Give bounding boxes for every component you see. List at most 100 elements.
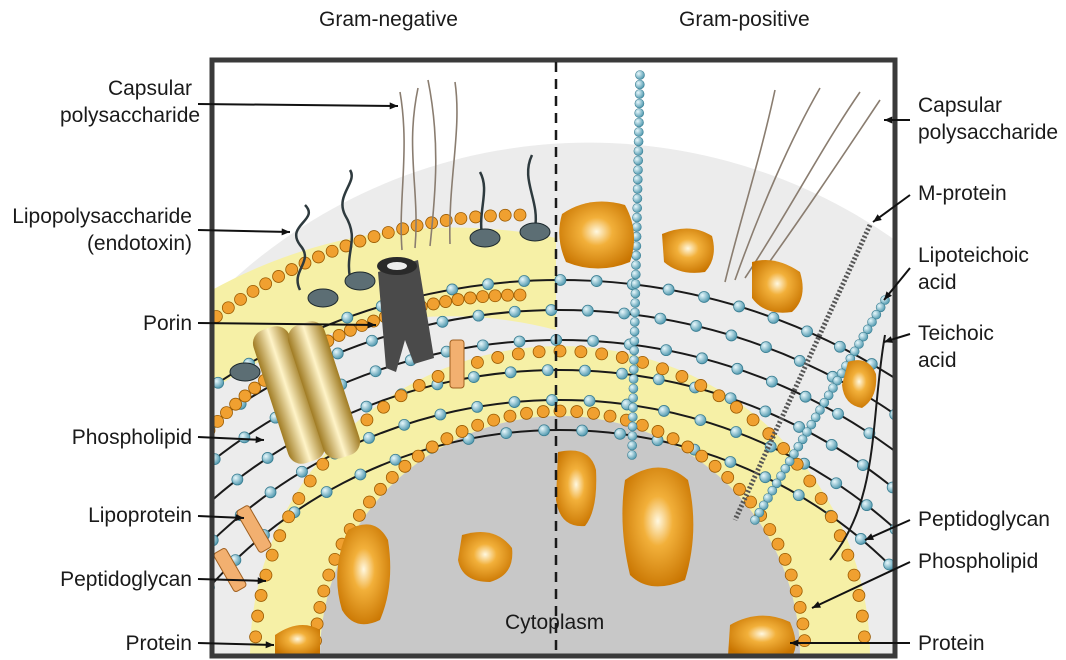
peptide-bead (370, 366, 381, 377)
phospholipid-head (176, 339, 188, 351)
phospholipid-head (656, 363, 668, 375)
label-line-1: Lipopolysaccharide (0, 203, 192, 230)
label-line-1: Capsular (60, 75, 192, 102)
peptide-bead (726, 330, 737, 341)
phospholipid-head (134, 381, 146, 393)
phospholipid-head (426, 441, 438, 453)
peptide-bead (129, 530, 140, 541)
peptide-bead (366, 335, 377, 346)
label-teichoic-acid: Teichoic acid (918, 320, 994, 374)
phospholipid-head (230, 398, 242, 410)
peptide-bead (1027, 654, 1038, 660)
lps-core (308, 289, 338, 307)
peptide-bead (919, 431, 930, 442)
phospholipid-head (521, 407, 533, 419)
peptide-bead (151, 551, 162, 562)
phospholipid-head (484, 210, 496, 222)
label-line-1: Teichoic (918, 320, 994, 347)
peptide-bead (149, 466, 160, 477)
teichoic-bead (630, 356, 639, 365)
teichoic-bead (630, 327, 639, 336)
peptide-bead (760, 406, 771, 417)
teichoic-bead (629, 394, 638, 403)
label-line-1: Capsular (918, 92, 1058, 119)
phospholipid-head (374, 483, 386, 495)
teichoic-bead (633, 185, 642, 194)
phospholipid-head (333, 329, 345, 341)
phospholipid-head (412, 450, 424, 462)
teichoic-bead (628, 432, 637, 441)
label-protein-left: Protein (30, 630, 192, 657)
peptide-bead (947, 454, 958, 465)
peptide-bead (834, 341, 845, 352)
peptide-bead (519, 276, 530, 287)
peptide-bead (505, 367, 516, 378)
phospholipid-head (386, 471, 398, 483)
peptide-bead (942, 533, 953, 544)
phospholipid-head (696, 450, 708, 462)
phospholipid-head (318, 585, 330, 597)
teichoic-bead (633, 194, 642, 203)
teichoic-bead (630, 318, 639, 327)
phospholipid-head (785, 569, 797, 581)
phospholipid-head (382, 226, 394, 238)
phospholipid-head (616, 351, 628, 363)
phospholipid-head (734, 483, 746, 495)
peptide-bead (933, 616, 944, 627)
phospholipid-head (304, 475, 316, 487)
teichoic-bead (631, 299, 640, 308)
peptide-bead (734, 301, 745, 312)
teichoic-bead (635, 109, 644, 118)
phospholipid-head (286, 264, 298, 276)
teichoic-bead (633, 204, 642, 213)
label-m-protein: M-protein (918, 180, 1007, 207)
peptide-bead (955, 421, 966, 432)
peptide-bead (985, 640, 996, 651)
lps-core (470, 229, 500, 247)
teichoic-bead (635, 80, 644, 89)
peptide-bead (658, 405, 669, 416)
peptide-bead (542, 365, 553, 376)
peptide-bead (477, 340, 488, 351)
phospholipid-head (274, 530, 286, 542)
label-line-2: polysaccharide (918, 119, 1058, 146)
phospholipid-head (395, 390, 407, 402)
phospholipid-head (571, 406, 583, 418)
peptide-bead (582, 305, 593, 316)
phospholipid-head (323, 569, 335, 581)
phospholipid-head (825, 511, 837, 523)
peptide-bead (974, 479, 985, 490)
phospholipid-head (502, 289, 514, 301)
phospholipid-head (413, 379, 425, 391)
teichoic-bead (635, 99, 644, 108)
peptide-bead (509, 306, 520, 317)
peptide-bead (732, 363, 743, 374)
phospholipid-head (499, 209, 511, 221)
peptide-bead (927, 399, 938, 410)
phospholipid-head (432, 370, 444, 382)
phospholipid-head (848, 569, 860, 581)
peptide-bead (725, 456, 736, 467)
phospholipid-head (853, 589, 865, 601)
peptide-bead (766, 376, 777, 387)
peptide-bead (768, 312, 779, 323)
label-lipoteichoic-acid: Lipoteichoic acid (918, 242, 1029, 296)
phospholipid-head (667, 433, 679, 445)
label-line-2: polysaccharide (60, 102, 192, 129)
peptide-bead (501, 428, 512, 439)
peptide-bead (361, 401, 372, 412)
label-phospholipid-left: Phospholipid (30, 424, 192, 451)
peptide-bead (697, 353, 708, 364)
phospholipid-head (772, 538, 784, 550)
peptide-bead (435, 409, 446, 420)
phospholipid-head (470, 211, 482, 223)
peptide-bead (577, 425, 588, 436)
phospholipid-head (504, 410, 516, 422)
phospholipid-head (804, 475, 816, 487)
teichoic-bead (629, 384, 638, 393)
phospholipid-head (361, 414, 373, 426)
header-gram-positive: Gram-positive (679, 6, 810, 33)
phospholipid-head (596, 348, 608, 360)
phospholipid-head (165, 349, 177, 361)
peptide-bead (619, 308, 630, 319)
